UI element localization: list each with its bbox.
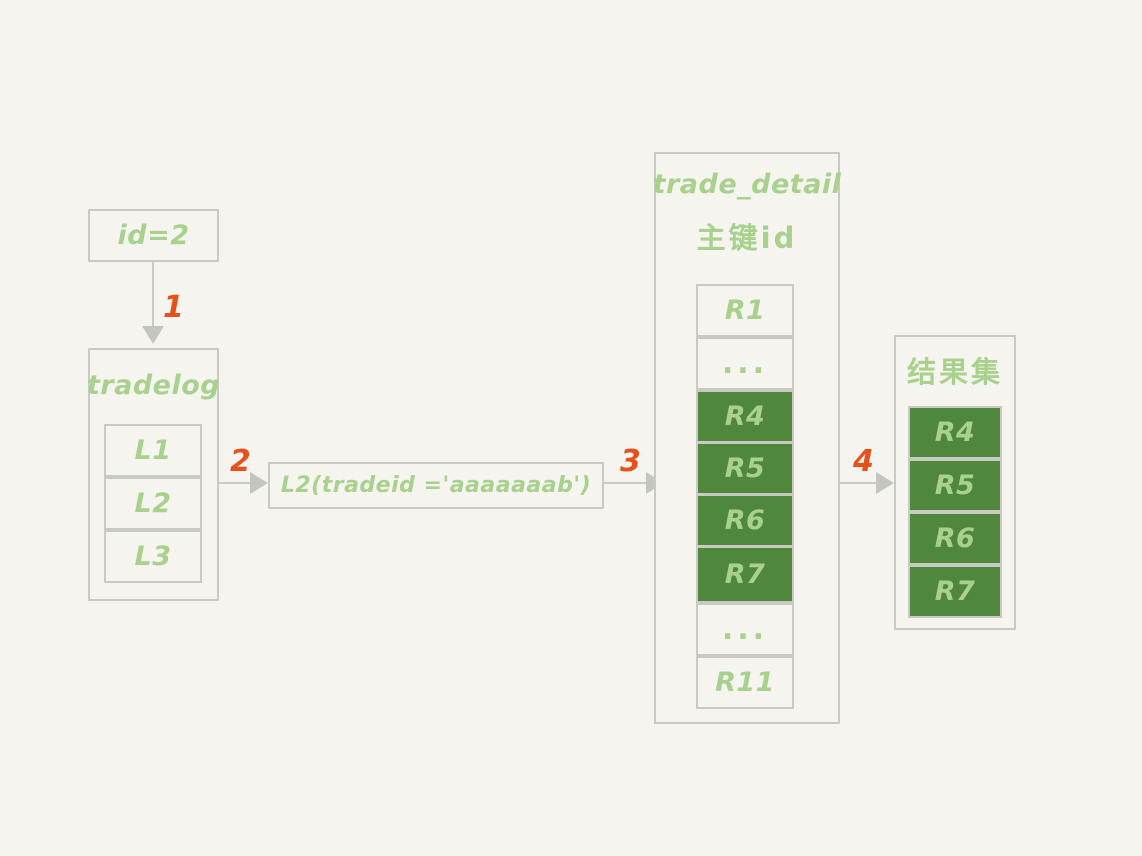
result-set-row: R7 [908, 565, 1002, 618]
trade-detail-row: R6 [696, 494, 794, 547]
connector-4-line [840, 482, 885, 484]
trade-detail-row: R4 [696, 390, 794, 443]
trade-detail-title: trade_detail [652, 168, 842, 200]
query-box: L2(tradeid ='aaaaaaab') [268, 462, 604, 509]
result-set-row: R6 [908, 512, 1002, 565]
trade-detail-title-wrap: trade_detail [652, 165, 842, 203]
trade-detail-row-ellipsis: ... [721, 611, 769, 647]
tradelog-row-label: L1 [134, 435, 172, 466]
trade-detail-row-label: R6 [724, 505, 766, 536]
tradelog-row: L1 [104, 424, 202, 477]
id-box: id=2 [88, 209, 219, 262]
step-label-1: 1 [163, 290, 184, 325]
trade-detail-row-label: R4 [724, 401, 766, 432]
step-label-3: 3 [620, 444, 641, 479]
step-label-2: 2 [230, 444, 251, 479]
trade-detail-row-ellipsis: ... [721, 345, 769, 381]
trade-detail-row-label: R7 [724, 559, 766, 590]
id-box-label: id=2 [117, 220, 190, 251]
result-set-row-label: R6 [934, 523, 976, 554]
result-set-title: 结果集 [906, 355, 1003, 389]
result-set-row: R4 [908, 406, 1002, 459]
trade-detail-row: R7 [696, 546, 794, 603]
trade-detail-row: ... [696, 603, 794, 656]
connector-1-arrowhead [142, 326, 164, 344]
trade-detail-row: ... [696, 337, 794, 390]
trade-detail-row: R5 [696, 442, 794, 495]
connector-2-line [219, 482, 255, 484]
trade-detail-row: R11 [696, 656, 794, 709]
trade-detail-subtitle-wrap: 主键id [654, 216, 840, 256]
tradelog-title: tradelog [86, 369, 221, 401]
tradelog-row: L2 [104, 477, 202, 530]
query-box-label: L2(tradeid ='aaaaaaab') [280, 473, 592, 498]
tradelog-row-label: L3 [134, 541, 172, 572]
tradelog-title-wrap: tradelog [86, 365, 221, 405]
result-set-row-label: R7 [934, 576, 976, 607]
tradelog-row: L3 [104, 530, 202, 583]
step-label-4: 4 [853, 444, 874, 479]
connector-3-line [604, 482, 654, 484]
tradelog-row-label: L2 [134, 488, 172, 519]
connector-1-line [152, 262, 154, 329]
trade-detail-row-label: R5 [724, 453, 766, 484]
result-set-row-label: R4 [934, 417, 976, 448]
connector-4-arrowhead [876, 472, 894, 494]
connector-2-arrowhead [250, 472, 268, 494]
trade-detail-row-label: R11 [715, 667, 775, 698]
trade-detail-row: R1 [696, 284, 794, 337]
trade-detail-row-label: R1 [724, 295, 766, 326]
result-set-row-label: R5 [934, 470, 976, 501]
trade-detail-subtitle: 主键id [696, 221, 798, 255]
result-set-row: R5 [908, 459, 1002, 512]
result-set-title-wrap: 结果集 [894, 350, 1016, 390]
